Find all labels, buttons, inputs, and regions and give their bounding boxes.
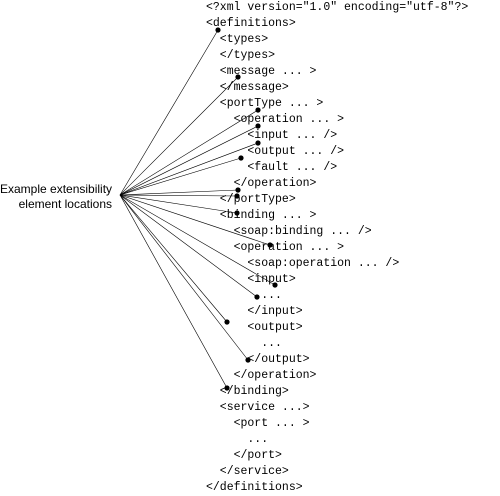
code-line: ...: [206, 289, 282, 302]
code-line: <operation ... >: [206, 113, 345, 126]
code-line: </message>: [206, 81, 289, 94]
pointer-line: [119, 29, 219, 196]
code-line: <port ... >: [206, 417, 310, 430]
code-line: </types>: [206, 49, 276, 62]
code-line: <service ...>: [206, 401, 310, 414]
location-dot: [215, 27, 221, 33]
pointer-lines: [119, 27, 278, 391]
code-line: <binding ... >: [206, 209, 317, 222]
code-line: <message ... >: [206, 65, 317, 78]
code-line: <soap:binding ... />: [206, 225, 372, 238]
pointer-line: [119, 157, 242, 196]
location-dot: [235, 74, 241, 80]
location-dot: [254, 294, 260, 300]
code-line: </operation>: [206, 177, 317, 190]
pointer-line: [119, 189, 239, 196]
code-line: </portType>: [206, 193, 296, 206]
pointer-line: [119, 194, 276, 286]
code-line: <portType ... >: [206, 97, 324, 110]
location-dot: [255, 140, 261, 146]
code-line: <output>: [206, 321, 303, 334]
pointer-line: [119, 142, 259, 196]
code-line: </operation>: [206, 369, 317, 382]
pointer-line: [119, 194, 258, 298]
code-line: </service>: [206, 465, 289, 478]
location-dot: [267, 242, 273, 248]
pointer-line: [119, 194, 228, 323]
pointer-line: [119, 194, 228, 389]
location-dot: [245, 357, 251, 363]
pointer-line: [119, 194, 238, 214]
caption-line-2: element locations: [18, 197, 112, 211]
location-dot: [235, 187, 241, 193]
pointer-line: [119, 194, 238, 197]
code-line: ...: [206, 433, 269, 446]
code-line: </binding>: [206, 385, 289, 398]
code-line: <?xml version="1.0" encoding="utf-8"?>: [206, 1, 469, 14]
location-dot: [234, 193, 240, 199]
code-line: <types>: [206, 33, 269, 46]
wsdl-code-listing: <?xml version="1.0" encoding="utf-8"?> <d…: [206, 0, 468, 496]
code-line: <definitions>: [206, 17, 296, 30]
location-dot: [255, 123, 261, 129]
diagram-caption: Example extensibility element locations: [0, 182, 112, 212]
location-dot: [238, 155, 244, 161]
location-dot: [255, 107, 261, 113]
code-line: <fault ... />: [206, 161, 338, 174]
code-line: <input>: [206, 273, 296, 286]
code-line: <input ... />: [206, 129, 338, 142]
pointer-line: [119, 76, 239, 196]
code-line: </port>: [206, 449, 282, 462]
pointer-line: [119, 109, 259, 196]
location-dot: [224, 385, 230, 391]
extensibility-diagram: Example extensibility element locations …: [0, 1, 469, 494]
code-line: <output ... />: [206, 145, 345, 158]
caption-line-1: Example extensibility: [0, 182, 113, 196]
code-line: <soap:operation ... />: [206, 257, 400, 270]
location-dot: [234, 210, 240, 216]
code-line: <operation ... >: [206, 241, 345, 254]
code-line: ...: [206, 337, 282, 350]
code-line: </definitions>: [206, 481, 303, 494]
location-dot: [224, 319, 230, 325]
code-line: </input>: [206, 305, 303, 318]
location-dot: [272, 282, 278, 288]
code-line: </output>: [206, 353, 310, 366]
pointer-line: [119, 125, 259, 196]
pointer-line: [119, 194, 271, 246]
pointer-line: [119, 194, 249, 361]
